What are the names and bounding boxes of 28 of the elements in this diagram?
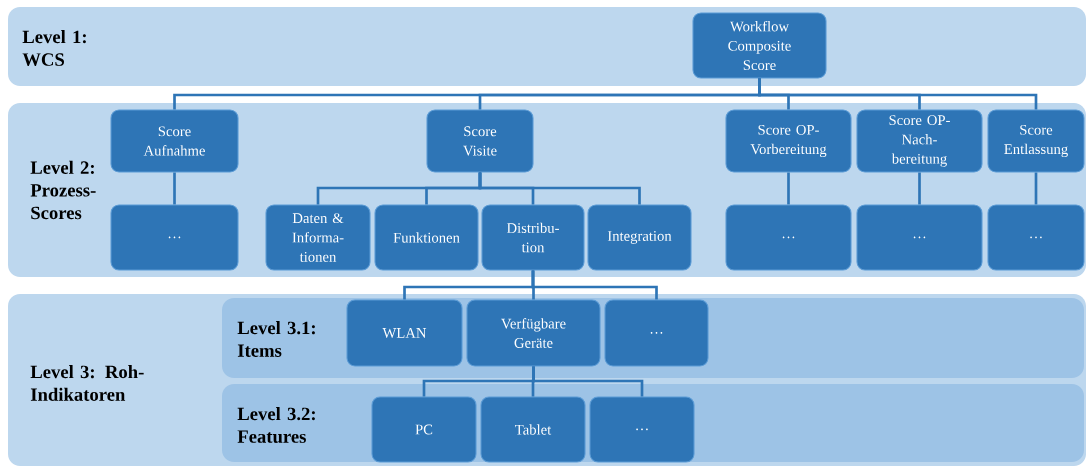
connector-line [758,78,1038,110]
score-box: … [589,396,695,463]
connector-line [1034,172,1038,205]
score-box: PC [371,396,477,463]
connector-line [532,366,644,397]
connector-line [918,172,921,205]
connector-line [173,172,176,205]
score-box: Score OP- Nach- bereitung [856,109,983,173]
score-box: Score Entlassung [987,109,1085,173]
score-box: … [856,204,983,271]
score-box: Funktionen [374,204,479,271]
score-box: Score Aufnahme [110,109,239,173]
score-box: Score Visite [426,109,534,173]
score-box: Daten & Informa- tionen [265,204,371,271]
score-box: … [987,204,1085,271]
score-box: Distribu- tion [481,204,585,271]
score-box: Score OP- Vorbereitung [725,109,852,173]
connector-line [787,172,790,205]
score-box: Tablet [480,396,586,463]
score-box: WLAN [346,299,463,367]
score-box: … [604,299,709,367]
score-box: Workflow Composite Score [692,12,827,79]
connector-line [531,270,658,300]
score-box: … [110,204,239,271]
connector-line [478,172,641,205]
score-box: … [725,204,852,271]
score-box: Verfügbare Geräte [466,299,601,367]
score-box: Integration [587,204,692,271]
